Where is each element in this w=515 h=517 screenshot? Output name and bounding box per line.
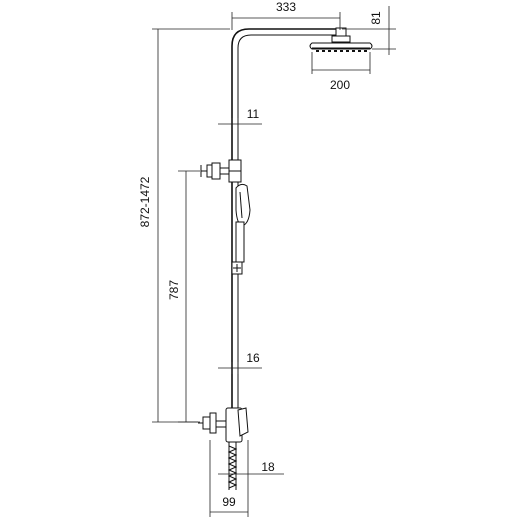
dim-lower-rail-diameter: 16: [218, 351, 262, 374]
label-arm-reach: 333: [276, 0, 296, 14]
dim-rail-diameter: 11: [218, 107, 262, 130]
shower-column: [198, 27, 373, 490]
dim-height-range: 872-1472: [138, 28, 230, 423]
dim-head-diameter: 200: [311, 52, 371, 92]
label-mixer-depth: 99: [222, 495, 236, 509]
dim-arm-reach: 333: [231, 0, 341, 30]
label-inlet-pipe: 18: [261, 460, 275, 474]
label-lower-rail-diameter: 16: [246, 351, 260, 365]
label-head-offset: 81: [369, 11, 383, 25]
inlet-pipe: [227, 442, 238, 490]
hand-shower: [231, 183, 251, 275]
overhead-arm: [231, 28, 340, 162]
label-rail-diameter: 11: [247, 107, 260, 121]
dim-inlet-pipe: 18: [218, 460, 284, 480]
dim-head-offset: 81: [342, 6, 396, 55]
label-bracket-height: 787: [167, 280, 181, 300]
height-adjust-bracket: [228, 159, 242, 183]
shower-head: [309, 27, 373, 52]
dim-mixer-depth: 99: [209, 440, 249, 517]
dim-bracket-height: 787: [167, 170, 200, 423]
thermostatic-mixer: [198, 407, 249, 443]
wall-bracket: [200, 162, 229, 180]
label-height-range: 872-1472: [138, 176, 152, 227]
label-head-diameter: 200: [330, 78, 350, 92]
overhead-arm-inner: [237, 34, 340, 162]
